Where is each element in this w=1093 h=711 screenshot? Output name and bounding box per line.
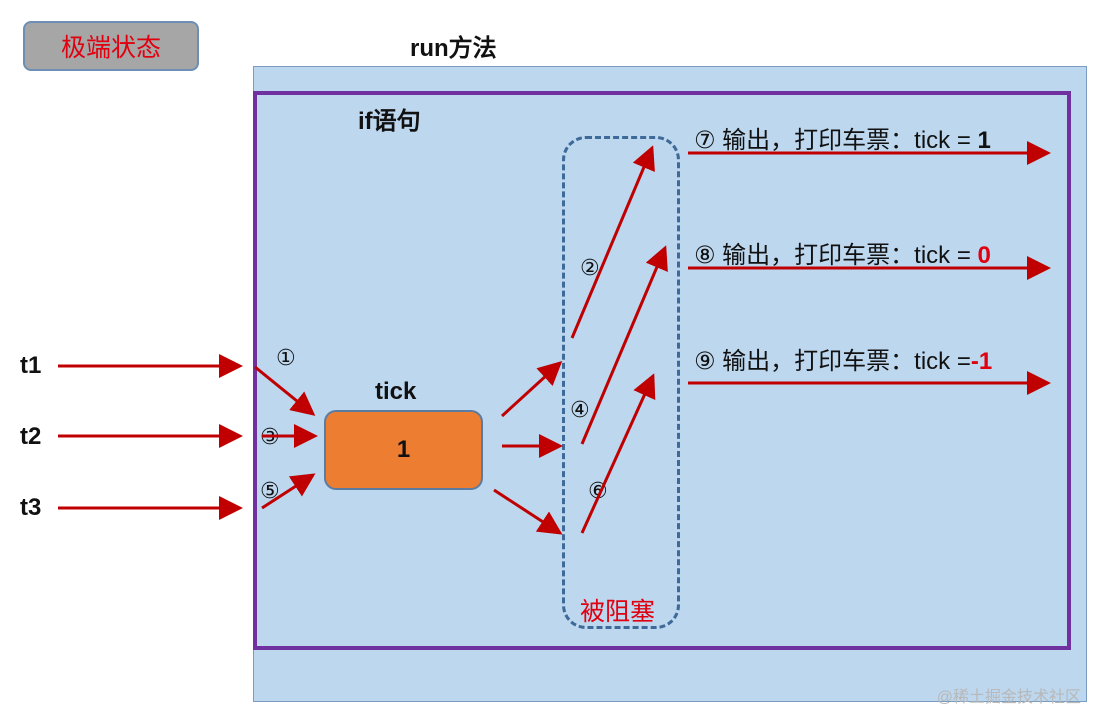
thread-t1-label: t1 [20, 352, 42, 379]
output-9-prefix: ⑨ 输出，打印车票：tick = [694, 348, 971, 375]
step-5-marker: ⑤ [260, 478, 280, 503]
status-badge: 极端状态 [23, 21, 199, 71]
out-arrow-up [500, 360, 563, 418]
output-line-9: ⑨ 输出，打印车票：tick =-1 [694, 341, 992, 376]
step-2-arrow [570, 145, 655, 339]
output-line-8: ⑧ 输出，打印车票：tick = 0 [694, 235, 991, 270]
output-line-7: ⑦ 输出，打印车票：tick = 1 [694, 120, 991, 155]
step-6-arrow [580, 373, 656, 534]
run-method-title: run方法 [410, 35, 497, 62]
tick-box: 1 [324, 410, 483, 490]
blocked-label: 被阻塞 [580, 598, 656, 626]
thread-t2-label: t2 [20, 423, 42, 450]
tick-value: 1 [396, 436, 411, 463]
step-5-arrow [261, 473, 316, 510]
output-8-value: 0 [977, 242, 991, 269]
watermark: @稀土掘金技术社区 [936, 689, 1081, 706]
output-8-prefix: ⑧ 输出，打印车票：tick = [694, 242, 978, 269]
step-4-arrow [580, 245, 668, 445]
output-7-value: 1 [977, 127, 991, 154]
output-9-value: -1 [970, 348, 993, 375]
output-7-prefix: ⑦ 输出，打印车票：tick = [694, 127, 978, 154]
step-1-marker: ① [276, 345, 296, 370]
if-statement-box [253, 91, 1071, 650]
if-statement-title: if语句 [358, 108, 421, 135]
out-arrow-down [493, 488, 563, 535]
tick-label: tick [375, 378, 417, 405]
blocked-region [562, 136, 680, 629]
thread-t3-label: t3 [20, 494, 42, 521]
step-4-marker: ④ [570, 397, 590, 422]
step-2-marker: ② [580, 255, 600, 280]
step-1-arrow [254, 365, 316, 416]
